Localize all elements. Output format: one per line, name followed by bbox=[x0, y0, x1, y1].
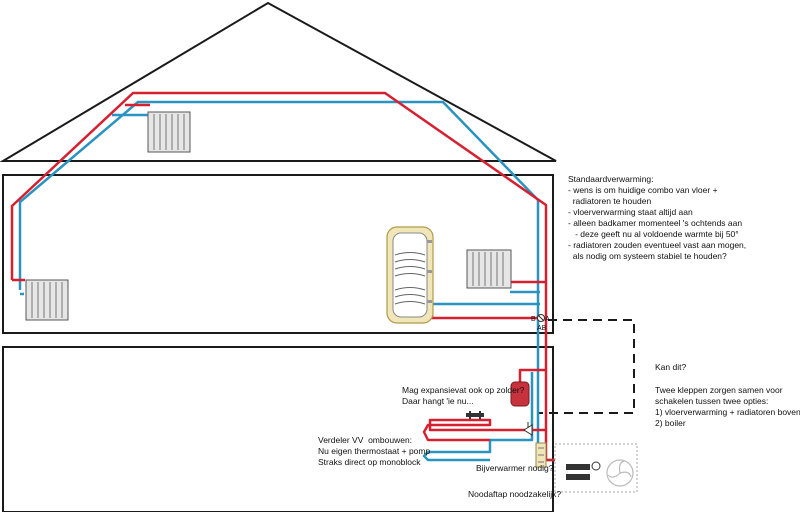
valve-label-b: B bbox=[531, 316, 536, 323]
note-line: Verdeler VV ombouwen: bbox=[318, 435, 413, 445]
radiator-upper-right bbox=[466, 249, 512, 289]
valve-upper bbox=[537, 314, 545, 322]
boiler-tank bbox=[386, 226, 434, 324]
note-expansievat: Mag expansievat ook op zolder?Daar hangt… bbox=[402, 374, 524, 418]
note-kan-dit: Kan dit? bbox=[655, 362, 687, 372]
dashed-connector bbox=[538, 319, 635, 414]
note-verdeler: Verdeler VV ombouwen:Nu eigen thermostaa… bbox=[318, 424, 430, 479]
note-line: 1) vloerverwarming + radiatoren boven bbox=[655, 407, 800, 417]
note-noodaftap: Noodaftap noodzakelijk? bbox=[468, 489, 562, 499]
note-line: Mag expansievat ook op zolder? bbox=[402, 385, 525, 395]
note-line: - deze geeft nu al voldoende warmte bij … bbox=[568, 229, 739, 239]
note-line: Twee kleppen zorgen samen voor bbox=[655, 385, 783, 395]
upper-floor-outline bbox=[2, 174, 554, 334]
note-line: als nodig om systeem stabiel te houden? bbox=[568, 251, 727, 261]
valve-label-a: A bbox=[545, 316, 550, 323]
monoblock-heat-pump bbox=[554, 443, 638, 493]
note-line: radiatoren te houden bbox=[568, 196, 652, 206]
note-line: - radiatoren zouden eventueel vast aan m… bbox=[568, 240, 747, 250]
radiator-attic bbox=[147, 111, 191, 153]
floor-heating-distributor bbox=[466, 411, 484, 419]
booster-heater bbox=[535, 442, 547, 468]
note-line: schakelen tussen twee opties: bbox=[655, 396, 769, 406]
note-line: Straks direct op monoblock bbox=[318, 457, 421, 467]
ground-floor-outline bbox=[2, 346, 554, 512]
note-standaardverwarming-title: Standaardverwarming: bbox=[568, 174, 654, 184]
note-bijverwarmer: Bijverwarmer nodig? bbox=[476, 463, 554, 473]
roof-outline bbox=[0, 1, 557, 162]
note-line: Daar hangt 'ie nu... bbox=[402, 396, 474, 406]
expansion-vessel bbox=[510, 372, 530, 407]
radiator-upper-left bbox=[25, 279, 69, 321]
note-line: 2) boiler bbox=[655, 418, 686, 428]
note-standaardverwarming: Standaardverwarming:- wens is om huidige… bbox=[568, 163, 746, 273]
valve-label-ab: AB bbox=[537, 325, 547, 332]
note-line: - vloerverwarming staat altijd aan bbox=[568, 207, 693, 217]
valve-lower bbox=[523, 422, 533, 436]
note-line: Nu eigen thermostaat + pomp bbox=[318, 446, 431, 456]
note-line: - alleen badkamer momenteel 's ochtends … bbox=[568, 218, 743, 228]
note-line: - wens is om huidige combo van vloer + bbox=[568, 185, 718, 195]
